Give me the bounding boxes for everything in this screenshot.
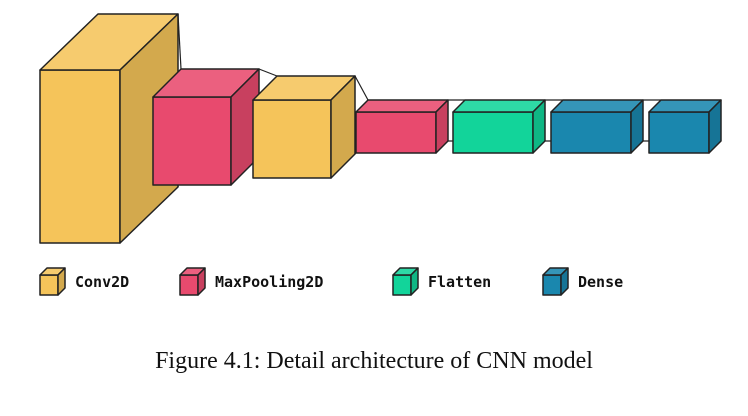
legend-swatch-conv2d (39, 267, 66, 296)
layer-flatten (452, 99, 546, 154)
legend-item-dense: Dense (542, 267, 623, 296)
layer-maxpooling2d-2 (355, 99, 449, 154)
layer-conv2d-2-front (252, 99, 332, 179)
layer-dense-1 (550, 99, 644, 154)
legend-item-maxpooling2d: MaxPooling2D (179, 267, 323, 296)
layer-dense-1-side (630, 99, 644, 154)
legend-label-flatten: Flatten (428, 273, 491, 291)
legend-item-conv2d: Conv2D (39, 267, 129, 296)
layer-flatten-front (452, 111, 534, 154)
layer-blocks (39, 13, 722, 244)
layer-maxpooling2d-1 (152, 68, 260, 186)
connector-line-top (354, 75, 369, 101)
legend-swatch-maxpooling2d (179, 267, 206, 296)
legend-swatch-dense (542, 267, 569, 296)
layer-conv2d-2-side (330, 75, 356, 179)
legend-swatch-flatten (392, 267, 419, 296)
legend-label-dense: Dense (578, 273, 623, 291)
connector-line-top (258, 68, 278, 77)
legend-swatch-flatten-side (410, 267, 419, 296)
legend-swatch-conv2d-side (57, 267, 66, 296)
legend-swatch-conv2d-front (39, 274, 59, 296)
legend-swatch-dense-side (560, 267, 569, 296)
layer-maxpooling2d-2-front (355, 111, 437, 154)
layer-flatten-side (532, 99, 546, 154)
layer-dense-2 (648, 99, 722, 154)
layer-maxpooling2d-1-front (152, 96, 232, 186)
layer-conv2d-1-front (39, 69, 121, 244)
legend-swatch-dense-front (542, 274, 562, 296)
legend-swatch-flatten-front (392, 274, 412, 296)
layer-dense-2-side (708, 99, 722, 154)
layer-flatten-top (452, 99, 546, 113)
layer-dense-1-top (550, 99, 644, 113)
legend-label-maxpooling2d: MaxPooling2D (215, 273, 323, 291)
layer-dense-2-front (648, 111, 710, 154)
layer-dense-1-front (550, 111, 632, 154)
legend-label-conv2d: Conv2D (75, 273, 129, 291)
layer-maxpooling2d-2-top (355, 99, 449, 113)
layer-conv2d-2 (252, 75, 356, 179)
legend-swatch-maxpooling2d-side (197, 267, 206, 296)
legend-item-flatten: Flatten (392, 267, 491, 296)
layer-maxpooling2d-2-side (435, 99, 449, 154)
legend: Conv2D MaxPooling2D Flatten Dense (39, 267, 623, 296)
legend-swatch-maxpooling2d-front (179, 274, 199, 296)
figure-caption: Figure 4.1: Detail architecture of CNN m… (155, 348, 593, 374)
